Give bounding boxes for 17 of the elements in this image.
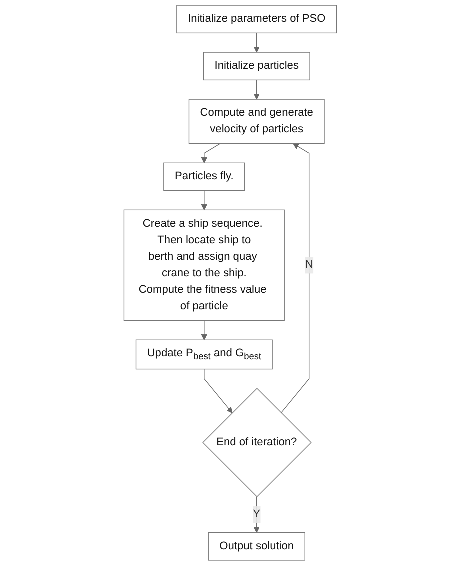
arrow (204, 368, 233, 414)
node-box: Create a ship sequence. Then locate ship to berth and assign quay crane to the ship. Compute the fitness value of particle (124, 210, 285, 322)
arrow (201, 143, 221, 164)
node-box: Compute and generate velocity of particles (188, 99, 325, 144)
arrow (280, 144, 310, 414)
edge-label: Y (253, 508, 261, 520)
arrow (201, 190, 208, 210)
arrow (254, 80, 260, 100)
node-diamond: End of iteration? (202, 388, 312, 498)
node-box: Update P$_{best}$ and G$_{best}$ (136, 340, 273, 370)
arrow (201, 320, 208, 340)
node-box: Particles fly. (164, 162, 246, 192)
node-box: Output solution (208, 532, 306, 561)
edge-label: N (305, 259, 314, 272)
arrow (254, 32, 260, 53)
node-box: Initialize parameters of PSO (176, 5, 338, 34)
node-box: Initialize particles (203, 52, 310, 81)
